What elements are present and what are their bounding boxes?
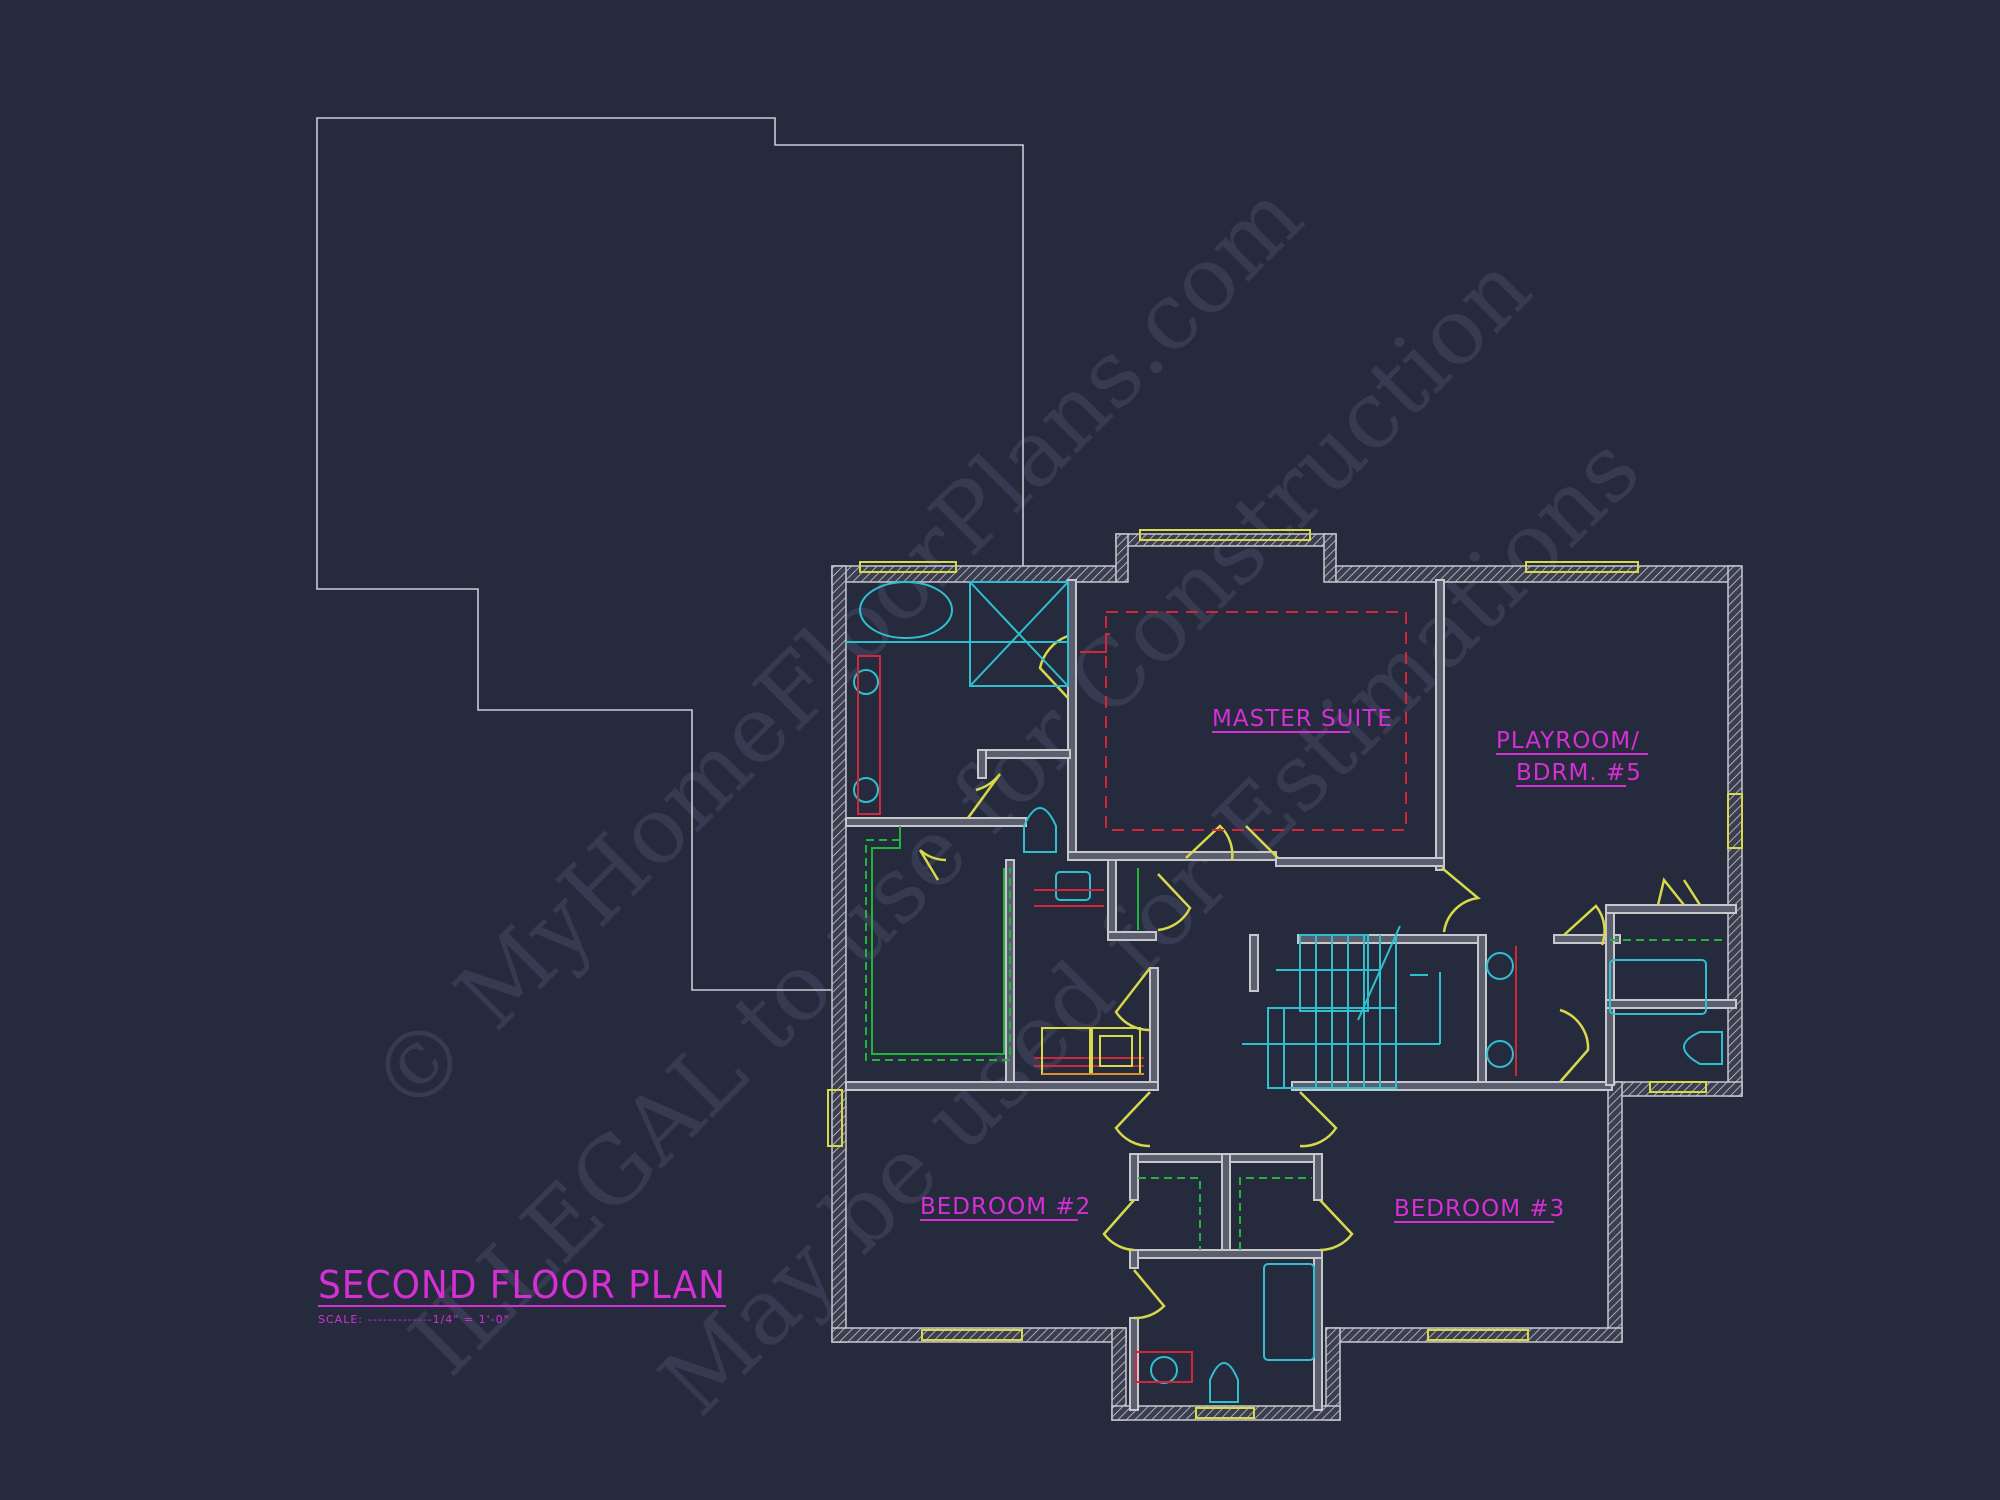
bathtub-icon [1609, 959, 1707, 1015]
laundry-appliances [1041, 1027, 1144, 1075]
room-label-bedroom-3: BEDROOM #3 [1394, 1196, 1565, 1222]
first-floor-outline [316, 117, 1024, 991]
windows [827, 529, 1743, 1419]
toilet-icon [1023, 807, 1057, 853]
sink-icon [1150, 1356, 1178, 1384]
closet-shelves [865, 826, 1722, 1250]
room-label-master-suite: MASTER SUITE [1212, 706, 1393, 732]
staircase [1242, 925, 1441, 1089]
ceiling-lines [857, 611, 1517, 1383]
room-label-bedroom-2: BEDROOM #2 [920, 1194, 1091, 1220]
drawing-title: SECOND FLOOR PLAN [318, 1263, 726, 1307]
room-label-playroom-line2: BDRM. #5 [1516, 760, 1642, 786]
scale-value: -------------1/4" = 1'-0" [368, 1313, 510, 1326]
bathtub-oval-icon [859, 581, 953, 639]
toilet-icon [1209, 1362, 1239, 1403]
drawing-title-block: SECOND FLOOR PLAN SCALE: -------------1/… [318, 1263, 726, 1326]
plumbing-fixtures [846, 581, 1723, 1403]
room-label-playroom-line1: PLAYROOM/ [1496, 728, 1640, 754]
room-labels: MASTER SUITE PLAYROOM/ BDRM. #5 BEDROOM … [920, 706, 1648, 1223]
sink-icon [1486, 952, 1514, 980]
doors [918, 634, 1702, 1320]
scale-label: SCALE: [318, 1313, 363, 1326]
bathtub-icon [1263, 1263, 1315, 1361]
sink-icon [853, 669, 879, 695]
sink-icon [1486, 1040, 1514, 1068]
sink-icon [853, 777, 879, 803]
toilet-icon [1683, 1031, 1723, 1065]
watermarks: © MyHomeFloorPlans.com ILLEGAL to use fo… [350, 163, 1660, 1436]
sink-icon [1055, 871, 1091, 901]
interior-walls [845, 579, 1737, 1411]
